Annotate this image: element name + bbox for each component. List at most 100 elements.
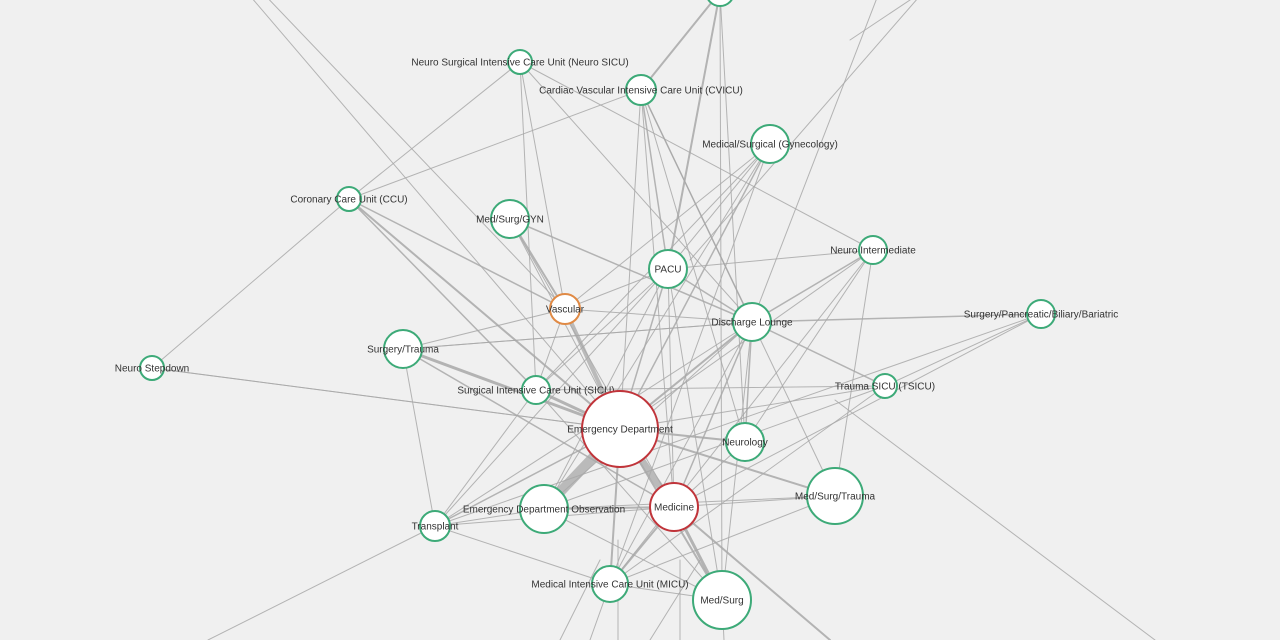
node-edobs[interactable]: Emergency Department Observation xyxy=(463,484,625,534)
node-circle[interactable] xyxy=(648,249,688,289)
node-medicine[interactable]: Medicine xyxy=(649,482,699,532)
edge-cvicu-top xyxy=(640,0,715,91)
node-label: Vascular xyxy=(546,305,585,316)
edge-msgyn2-vascular xyxy=(564,143,771,310)
edge-ccu-neurostep xyxy=(151,198,350,369)
node-neurology[interactable]: Neurology xyxy=(722,422,768,462)
node-circle[interactable] xyxy=(139,355,165,381)
node-circle[interactable] xyxy=(725,422,765,462)
node-label: Surgery/Trauma xyxy=(367,345,439,356)
node-circle[interactable] xyxy=(507,49,533,75)
node-circle[interactable] xyxy=(521,375,551,405)
node-circle[interactable] xyxy=(383,329,423,369)
node-discharge[interactable]: Discharge Lounge xyxy=(711,302,793,342)
edge-tsicu-micu xyxy=(609,385,886,585)
edge-discharge-neuroint xyxy=(751,249,874,323)
node-pacu[interactable]: PACU xyxy=(648,249,688,289)
node-neuroint[interactable]: Neuro Intermediate xyxy=(830,235,916,265)
edge-offscreen xyxy=(559,559,601,640)
edge-transplant-micu xyxy=(434,525,611,585)
node-label: Med/Surg/GYN xyxy=(476,215,544,226)
node-ccu[interactable]: Coronary Care Unit (CCU) xyxy=(290,186,408,212)
edge-ed-ccu xyxy=(348,198,621,430)
node-circle[interactable] xyxy=(872,373,898,399)
node-circle[interactable] xyxy=(419,510,451,542)
node-neurostep[interactable]: Neuro Stepdown xyxy=(115,355,190,381)
node-label: Medicine xyxy=(654,503,694,514)
node-label: Coronary Care Unit (CCU) xyxy=(290,195,407,206)
node-sicu[interactable]: Surgical Intensive Care Unit (SICU) xyxy=(457,375,615,405)
node-label: Emergency Department xyxy=(567,425,673,436)
edge-mstrauma-micu xyxy=(609,495,836,585)
node-mstrauma[interactable]: Med/Surg/Trauma xyxy=(795,467,876,525)
node-label: Neurology xyxy=(722,438,768,449)
edge-nsicu-vascular xyxy=(519,61,566,310)
edge-offscreen xyxy=(834,399,1156,640)
node-circle[interactable] xyxy=(732,302,772,342)
node-circle[interactable] xyxy=(706,0,734,7)
node-label: Medical Intensive Care Unit (MICU) xyxy=(531,580,688,591)
edge-pacu-sicu xyxy=(535,268,669,391)
edge-edobs-medsurg xyxy=(543,508,723,601)
node-label: Emergency Department Observation xyxy=(463,505,625,516)
node-transplant[interactable]: Transplant xyxy=(412,510,459,542)
edge-ccu-vascular xyxy=(348,198,566,310)
node-label: Neuro Intermediate xyxy=(830,246,916,257)
node-msgyn[interactable]: Med/Surg/GYN xyxy=(476,199,544,239)
node-ed[interactable]: Emergency Department xyxy=(567,390,673,468)
node-label: Neuro Stepdown xyxy=(115,364,190,375)
node-label: Medical/Surgical (Gynecology) xyxy=(702,140,838,151)
edge-sicu-transplant xyxy=(434,389,537,527)
edge-offscreen xyxy=(649,559,701,640)
edge-ccu-sicu xyxy=(348,198,537,391)
edge-nsicu-discharge xyxy=(519,61,753,323)
node-msgyn2[interactable]: Medical/Surgical (Gynecology) xyxy=(702,124,838,164)
node-vascular[interactable]: Vascular xyxy=(546,293,585,325)
node-surgtrauma[interactable]: Surgery/Trauma xyxy=(367,329,439,369)
edge-pacu-top xyxy=(667,0,720,270)
node-label: Cardiac Vascular Intensive Care Unit (CV… xyxy=(539,86,743,97)
edge-tsicu-spbb xyxy=(884,313,1042,387)
node-top[interactable] xyxy=(706,0,734,7)
edge-discharge-medsurg xyxy=(721,321,753,601)
node-label: Surgery/Pancreatic/Biliary/Bariatric xyxy=(964,310,1119,321)
edge-sicu-tsicu xyxy=(535,385,886,391)
edge-surgtrauma-transplant xyxy=(402,348,436,527)
edge-spbb-medicine xyxy=(673,313,1042,508)
edge-ed-cvicu xyxy=(619,89,642,430)
node-circle[interactable] xyxy=(591,565,629,603)
edge-pacu-msgyn2 xyxy=(667,143,771,270)
node-nsicu[interactable]: Neuro Surgical Intensive Care Unit (Neur… xyxy=(411,49,629,75)
edge-msgyn2-edobs xyxy=(543,143,771,510)
node-circle[interactable] xyxy=(581,390,659,468)
node-spbb[interactable]: Surgery/Pancreatic/Biliary/Bariatric xyxy=(964,299,1119,329)
edge-offscreen xyxy=(689,0,917,261)
edge-nsicu-ccu xyxy=(348,61,521,200)
node-tsicu[interactable]: Trauma SICU (TSICU) xyxy=(835,373,935,399)
node-circle[interactable] xyxy=(625,74,657,106)
node-circle[interactable] xyxy=(649,482,699,532)
edge-tsicu-edobs xyxy=(543,385,886,510)
node-circle[interactable] xyxy=(858,235,888,265)
edge-cvicu-discharge xyxy=(640,89,753,323)
node-medsurg[interactable]: Med/Surg xyxy=(692,570,752,630)
node-circle[interactable] xyxy=(806,467,864,525)
edge-neuroint-micu xyxy=(609,249,874,585)
node-circle[interactable] xyxy=(519,484,569,534)
node-circle[interactable] xyxy=(692,570,752,630)
edge-surgtrauma-discharge xyxy=(402,321,753,350)
edge-msgyn-medicine xyxy=(509,218,675,508)
node-cvicu[interactable]: Cardiac Vascular Intensive Care Unit (CV… xyxy=(539,74,743,106)
edge-cvicu-ccu xyxy=(348,89,642,200)
edge-neuroint-mstrauma xyxy=(834,249,874,497)
node-micu[interactable]: Medical Intensive Care Unit (MICU) xyxy=(531,565,689,603)
node-circle[interactable] xyxy=(549,293,581,325)
node-circle[interactable] xyxy=(750,124,790,164)
node-circle[interactable] xyxy=(1026,299,1056,329)
edge-ed-tsicu xyxy=(619,385,886,430)
node-circle[interactable] xyxy=(490,199,530,239)
edge-pacu-medsurg xyxy=(667,268,723,601)
edge-pacu-cvicu xyxy=(640,89,669,270)
node-circle[interactable] xyxy=(336,186,362,212)
